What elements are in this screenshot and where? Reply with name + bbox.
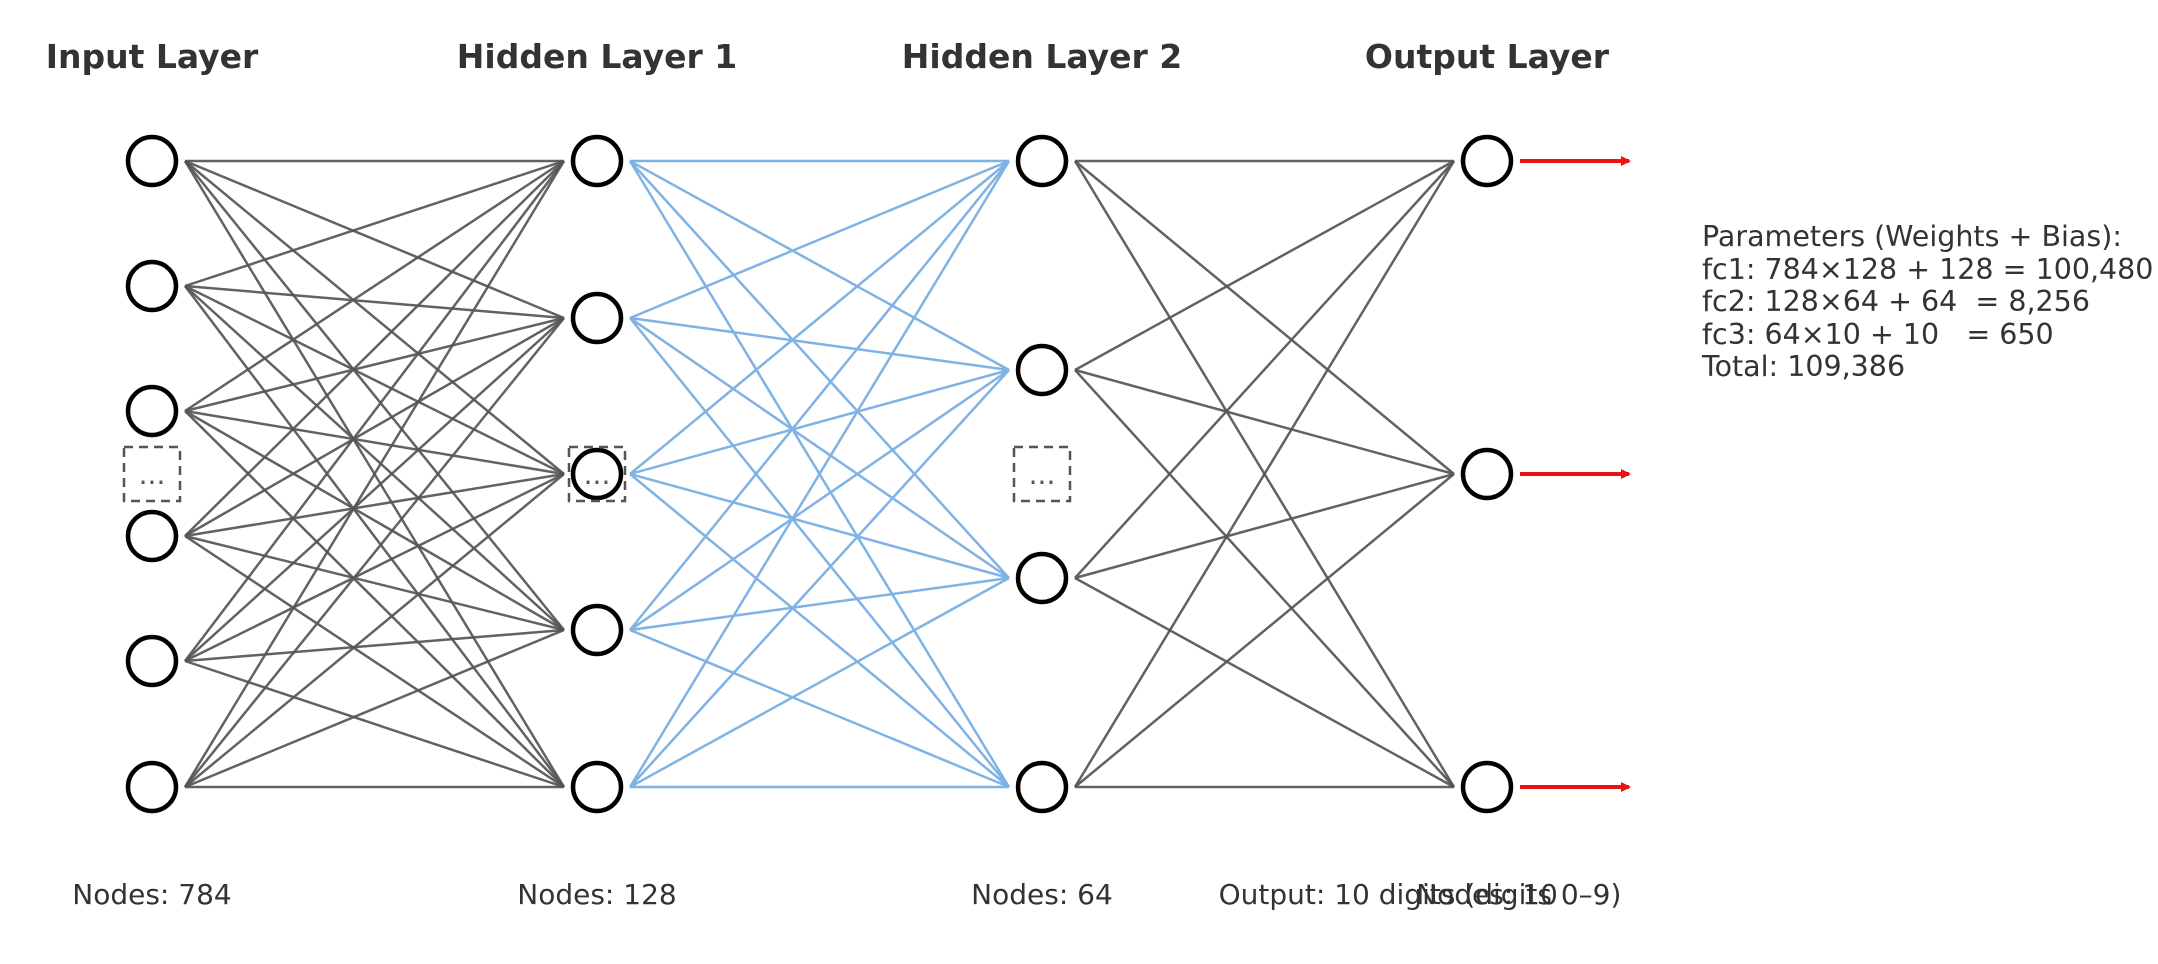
node-output-1 (1460, 134, 1514, 188)
edge-hidden-1-3-to-hidden-2-2 (629, 368, 1010, 476)
edge-input-1-to-hidden-1-4 (184, 160, 565, 631)
edge-hidden-1-3-to-hidden-2-3 (629, 472, 1010, 580)
parameters-line-fc3: fc3: 64×10 + 10 = 650 (1702, 318, 2054, 351)
parameters-panel: Parameters (Weights + Bias): fc1: 784×12… (1701, 220, 2153, 383)
parameters-line-fc2: fc2: 128×64 + 64 = 8,256 (1702, 285, 2090, 318)
output-description-label: Output: 10 digits (digits 0–9) (1219, 878, 1622, 911)
node-hidden-2-2 (1015, 343, 1069, 397)
node-hidden-2-3 (1015, 551, 1069, 605)
edge-input-6-to-hidden-1-3 (184, 473, 565, 788)
layer-title-hidden-1: Hidden Layer 1 (457, 37, 737, 76)
edge-input-1-to-hidden-1-2 (184, 159, 565, 320)
edge-input-5-to-hidden-1-3 (184, 472, 565, 663)
edge-input-4-to-hidden-1-4 (184, 534, 565, 632)
node-output-2 (1460, 447, 1514, 501)
layer-title-hidden-2: Hidden Layer 2 (902, 37, 1182, 76)
edge-hidden-2-4-to-output-1 (1073, 160, 1456, 788)
node-hidden-1-2 (570, 291, 624, 345)
edge-hidden-1-2-to-hidden-2-2 (629, 316, 1010, 372)
edge-input-6-to-hidden-1-2 (184, 317, 565, 788)
edge-hidden-1-4-to-hidden-2-4 (629, 628, 1010, 789)
edge-input-1-to-hidden-1-3 (184, 160, 565, 475)
edge-hidden-2-3-to-output-1 (1074, 160, 1455, 579)
edge-hidden-1-5-to-hidden-2-1 (628, 160, 1011, 788)
edge-input-2-to-hidden-1-2 (184, 284, 565, 320)
edge-input-4-to-hidden-1-1 (184, 160, 565, 537)
edge-input-4-to-hidden-1-2 (184, 316, 565, 538)
node-hidden-1-5 (570, 760, 624, 814)
node-count-input: Nodes: 784 (72, 878, 231, 911)
node-input-5 (125, 634, 179, 688)
edge-input-6-to-hidden-1-1 (183, 160, 566, 788)
edge-hidden-2-3-to-output-3 (1074, 576, 1455, 789)
ellipsis-markers: ......... (122, 445, 1072, 503)
edge-hidden-2-4-to-output-2 (1074, 473, 1455, 788)
ellipsis-text-hidden-1: ... (584, 458, 611, 491)
edge-hidden-1-1-to-hidden-2-3 (629, 160, 1010, 579)
edge-hidden-1-2-to-hidden-2-3 (629, 316, 1010, 580)
node-hidden-1-3 (570, 447, 624, 501)
edge-hidden-2-2-to-output-3 (1074, 369, 1455, 788)
edge-hidden-1-3-to-hidden-2-1 (629, 160, 1010, 475)
edge-input-6-to-hidden-1-4 (184, 628, 565, 789)
ellipsis-text-hidden-2: ... (1029, 458, 1056, 491)
edge-hidden-1-1-to-hidden-2-2 (629, 159, 1010, 372)
edge-input-3-to-hidden-1-5 (184, 410, 565, 788)
ellipsis-box-input (122, 445, 182, 503)
node-output-3 (1460, 760, 1514, 814)
node-hidden-1-4 (570, 603, 624, 657)
edge-hidden-2-2-to-output-2 (1074, 368, 1455, 476)
edge-input-2-to-hidden-1-3 (184, 284, 565, 476)
edge-input-5-to-hidden-1-1 (184, 160, 565, 662)
network-nodes (125, 134, 1514, 814)
edge-hidden-2-3-to-output-2 (1074, 472, 1455, 580)
parameters-line-total: Total: 109,386 (1701, 350, 1905, 383)
layer-title-output: Output Layer (1365, 37, 1610, 76)
node-hidden-1-1 (570, 134, 624, 188)
ellipsis-box-hidden-2 (1012, 445, 1072, 503)
edge-input-2-to-hidden-1-5 (184, 285, 565, 788)
node-input-1 (125, 134, 179, 188)
edge-input-5-to-hidden-1-4 (184, 628, 565, 663)
output-arrows (1520, 156, 1631, 792)
connection-edges (183, 159, 1456, 789)
node-input-6 (125, 760, 179, 814)
edge-input-3-to-hidden-1-3 (184, 409, 565, 476)
node-input-4 (125, 509, 179, 563)
edge-input-5-to-hidden-1-5 (184, 659, 565, 789)
edge-hidden-1-5-to-hidden-2-3 (629, 576, 1010, 789)
node-hidden-2-4 (1015, 760, 1069, 814)
parameters-line-fc1: fc1: 784×128 + 128 = 100,480 (1702, 253, 2153, 286)
edge-input-3-to-hidden-1-4 (184, 409, 565, 632)
edge-hidden-1-4-to-hidden-2-1 (629, 160, 1010, 631)
edge-hidden-2-1-to-output-2 (1074, 160, 1455, 475)
ellipsis-box-hidden-1 (567, 445, 627, 503)
edge-input-3-to-hidden-1-2 (184, 316, 565, 413)
edge-input-4-to-hidden-1-5 (184, 534, 565, 789)
node-count-output: Nodes: 10 (1416, 878, 1558, 911)
edge-input-2-to-hidden-1-1 (184, 159, 565, 288)
parameters-heading: Parameters (Weights + Bias): (1702, 220, 2122, 253)
edge-input-5-to-hidden-1-2 (184, 317, 565, 662)
node-count-hidden-1: Nodes: 128 (517, 878, 676, 911)
node-input-3 (125, 384, 179, 438)
edge-hidden-1-4-to-hidden-2-2 (629, 368, 1010, 632)
edge-hidden-1-5-to-hidden-2-2 (629, 369, 1010, 788)
edge-input-2-to-hidden-1-4 (184, 285, 565, 631)
edge-input-3-to-hidden-1-1 (184, 159, 565, 413)
ellipsis-text-input: ... (139, 458, 166, 491)
edge-hidden-1-2-to-hidden-2-1 (629, 159, 1010, 320)
edge-hidden-1-3-to-hidden-2-4 (629, 473, 1010, 788)
edge-input-4-to-hidden-1-3 (184, 472, 565, 538)
node-hidden-2-1 (1015, 134, 1069, 188)
edge-hidden-1-2-to-hidden-2-4 (629, 317, 1010, 788)
edge-hidden-1-4-to-hidden-2-3 (629, 576, 1010, 632)
edge-hidden-2-2-to-output-1 (1074, 159, 1455, 372)
layer-title-input: Input Layer (46, 37, 259, 76)
node-count-hidden-2: Nodes: 64 (971, 878, 1113, 911)
node-input-2 (125, 259, 179, 313)
